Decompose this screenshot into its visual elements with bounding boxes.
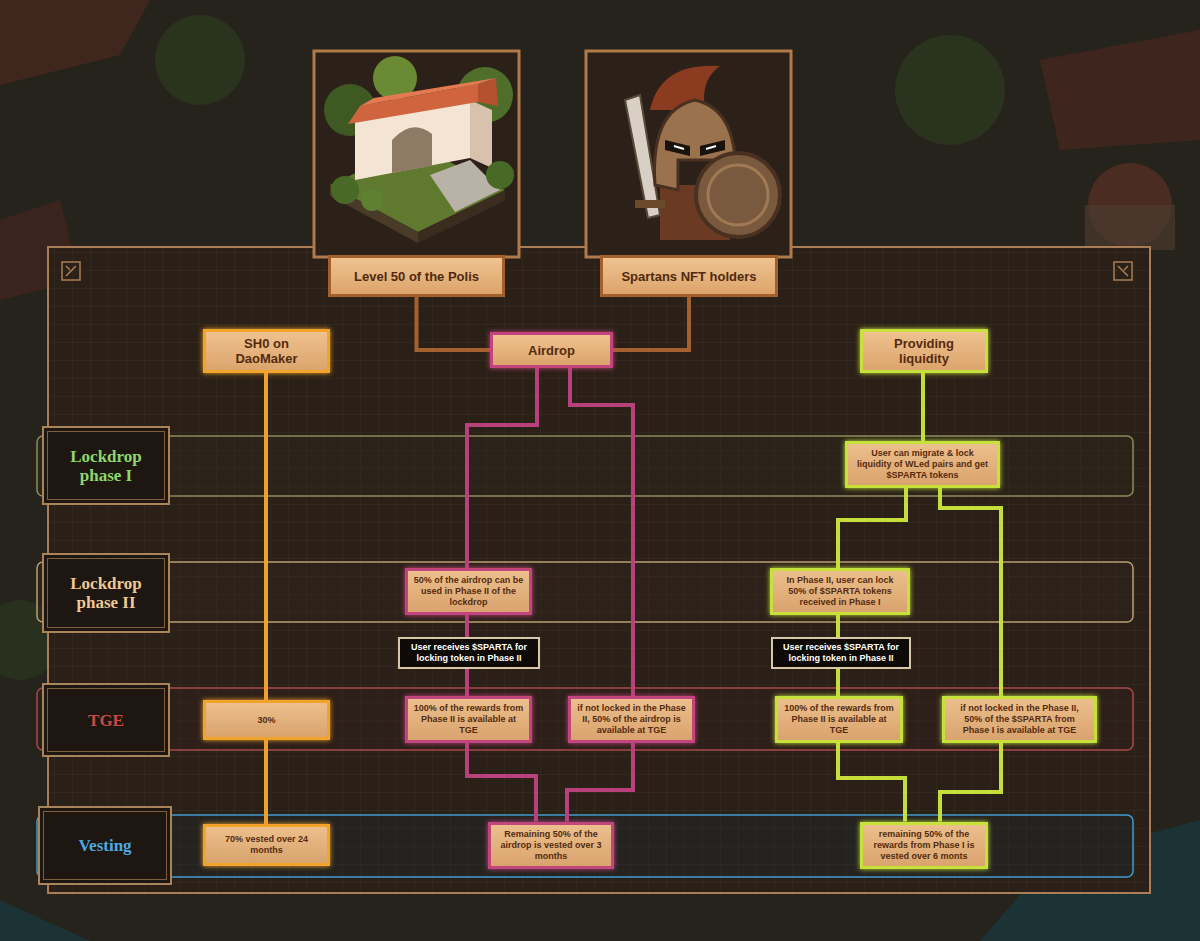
corner-icon	[62, 262, 80, 280]
node-text: SH0 on DaoMaker	[212, 336, 321, 366]
tree-shape	[155, 15, 245, 105]
connector	[940, 488, 1001, 696]
phase-band	[37, 436, 1133, 496]
node-text: Airdrop	[528, 343, 575, 358]
bush	[331, 176, 359, 204]
node-text: User receives $SPARTA for locking token …	[777, 642, 905, 664]
picture-frame	[314, 51, 519, 257]
node-text: if not locked in the Phase II, 50% of th…	[576, 703, 687, 736]
node-text: 100% of the rewards from Phase II is ava…	[783, 703, 895, 736]
phase-band	[37, 688, 1133, 750]
connector	[836, 615, 840, 637]
gate-arch	[392, 127, 432, 173]
node-text: Lockdrop phase II	[54, 574, 158, 612]
connector	[467, 368, 537, 568]
connector	[567, 743, 633, 822]
corner-icon	[66, 266, 76, 276]
shield-rim	[708, 165, 768, 225]
step-box: if not locked in the Phase II, 50% of th…	[942, 696, 1097, 743]
gate-wall-side	[470, 100, 492, 168]
gate-roof	[478, 78, 498, 106]
connector	[570, 368, 633, 696]
building-shape	[1085, 205, 1175, 250]
source-box: Airdrop	[490, 332, 613, 368]
step-box: User can migrate & lock liquidity of WLe…	[845, 441, 1000, 488]
source-box: Providing liquidity	[860, 329, 988, 373]
node-text: 30%	[257, 715, 275, 726]
eye-glow	[674, 146, 716, 149]
node-text: 100% of the rewards from Phase II is ava…	[413, 703, 524, 736]
roof-shape	[1040, 30, 1200, 150]
step-box: In Phase II, user can lock 50% of $SPART…	[770, 568, 910, 615]
corner-icon	[1118, 266, 1128, 276]
step-box: if not locked in the Phase II, 50% of th…	[568, 696, 695, 743]
roof-shape	[0, 0, 150, 85]
reward-box: User receives $SPARTA for locking token …	[398, 637, 540, 669]
connector	[838, 743, 905, 822]
connector	[465, 615, 469, 637]
picture-frame	[586, 51, 791, 257]
phase-band	[37, 562, 1133, 622]
node-text: In Phase II, user can lock 50% of $SPART…	[778, 575, 902, 608]
phase-label: Vesting	[38, 806, 172, 885]
bush	[486, 161, 514, 189]
connector	[836, 669, 840, 696]
step-box: Remaining 50% of the airdrop is vested o…	[488, 822, 614, 869]
connector	[921, 373, 925, 442]
connector	[417, 297, 491, 350]
connector	[613, 297, 689, 350]
node-text: 50% of the airdrop can be used in Phase …	[413, 575, 524, 608]
node-text: if not locked in the Phase II, 50% of th…	[950, 703, 1089, 736]
connector	[940, 743, 1001, 822]
category-label: Spartans NFT holders	[600, 255, 778, 297]
category-label: Level 50 of the Polis	[328, 255, 505, 297]
node-text: 70% vested over 24 months	[211, 834, 322, 856]
step-box: 50% of the airdrop can be used in Phase …	[405, 568, 532, 615]
node-text: User can migrate & lock liquidity of WLe…	[853, 448, 992, 481]
step-box: 100% of the rewards from Phase II is ava…	[405, 696, 532, 743]
connector	[264, 740, 268, 824]
phase-label: Lockdrop phase I	[42, 426, 170, 505]
shield	[696, 153, 780, 237]
connector	[465, 669, 469, 696]
sword-guard	[635, 200, 665, 208]
phase-label: TGE	[42, 683, 170, 757]
connector	[264, 373, 268, 701]
corner-icon	[1114, 262, 1132, 280]
step-box: 30%	[203, 700, 330, 740]
bush	[361, 189, 383, 211]
tree-shape	[895, 35, 1005, 145]
node-text: Spartans NFT holders	[621, 269, 756, 284]
node-text: Remaining 50% of the airdrop is vested o…	[496, 829, 606, 862]
step-box: 70% vested over 24 months	[203, 824, 330, 866]
helmet-eyes	[665, 140, 725, 156]
step-box: remaining 50% of the rewards from Phase …	[860, 822, 988, 869]
node-text: TGE	[88, 711, 124, 730]
node-text: Vesting	[78, 836, 131, 855]
connector	[467, 743, 536, 822]
node-text: remaining 50% of the rewards from Phase …	[868, 829, 980, 862]
phase-band	[37, 815, 1133, 877]
reward-box: User receives $SPARTA for locking token …	[771, 637, 911, 669]
node-text: User receives $SPARTA for locking token …	[404, 642, 534, 664]
gate-roof	[360, 78, 496, 106]
step-box: 100% of the rewards from Phase II is ava…	[775, 696, 903, 743]
node-text: Providing liquidity	[869, 336, 979, 366]
phase-label: Lockdrop phase II	[42, 553, 170, 633]
node-text: Lockdrop phase I	[54, 447, 158, 485]
connector	[838, 488, 906, 568]
water-shape	[0, 900, 90, 941]
source-box: SH0 on DaoMaker	[203, 329, 330, 373]
node-text: Level 50 of the Polis	[354, 269, 479, 284]
